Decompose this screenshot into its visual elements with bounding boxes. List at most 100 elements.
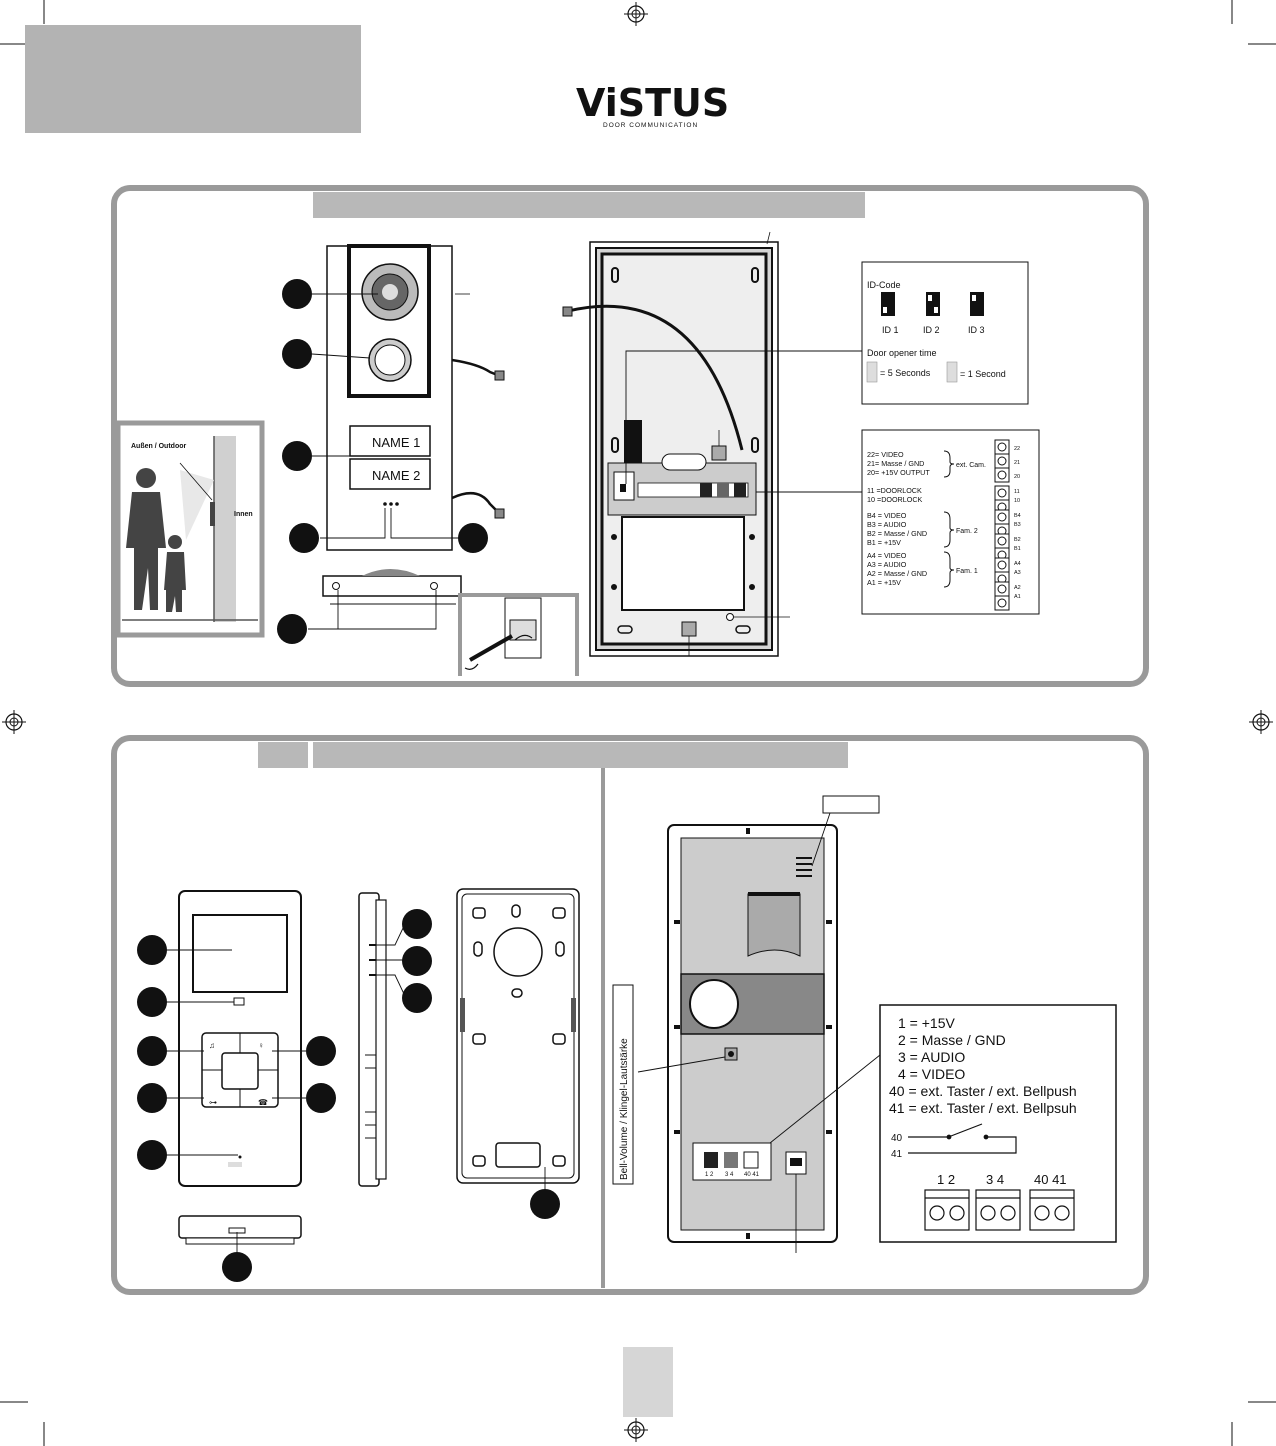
monitor-led [233,997,245,1006]
registration-mark-left [1,709,27,735]
door-opener-title: Door opener time [867,348,937,358]
callout-marker [402,909,432,939]
center-button[interactable] [221,1052,259,1090]
legend-line: 1 = +15V [898,1015,955,1031]
header-gray-block [25,25,361,133]
panel-1-markers [277,279,488,644]
legend-line: 2 = Masse / GND [898,1032,1006,1048]
terminal-line: B1 = +15V [867,538,901,547]
mounting-height-illustration: Außen / Outdoor Innen [115,420,265,638]
door-open-icon: ⊶ [209,1098,217,1107]
outdoor-label: Außen / Outdoor [131,443,186,450]
panel-1-leader-lines [308,293,460,630]
callout-marker [289,523,319,553]
side-view-markers [402,909,432,1013]
panel-2-title-band-left [258,742,308,768]
terminal-line: A3 = AUDIO [867,560,907,569]
bell-volume-label: Bell-Volume / Klingel-Lautstärke [619,1038,630,1180]
terminal-line: 10 =DOORLOCK [867,495,923,504]
callout-marker [282,279,312,309]
name-button-2[interactable] [349,458,431,490]
registration-mark-top [623,1,649,27]
door-station-front: NAME 1 NAME 2 [322,244,505,605]
board-label: 1 2 [705,1172,714,1178]
terminal-line: B2 = Masse / GND [867,529,927,538]
id-code-title: ID-Code [867,280,901,290]
terminal-number: A3 [1014,570,1021,576]
monitor-front-leaders [166,949,306,1252]
legend-line: 40 = ext. Taster / ext. Bellpush [889,1083,1077,1099]
terminal-number: B2 [1014,537,1021,543]
callout-marker [306,1036,336,1066]
callout-marker [137,987,167,1017]
board-label: 40 41 [744,1172,760,1178]
terminal-line: A4 = VIDEO [867,551,907,560]
terminal-number: 21 [1014,460,1020,466]
name-label-2: NAME 2 [372,468,420,483]
board-label: 3 4 [725,1172,734,1178]
terminal-number: 20 [1014,474,1020,480]
switch-label-41: 41 [891,1149,903,1160]
callout-marker [137,1140,167,1170]
id-label-3: ID 3 [968,325,985,335]
terminal-number: B3 [1014,522,1021,528]
group-label: Fam. 2 [956,528,978,535]
callout-marker [137,1083,167,1113]
monitor-back: 1 2 3 4 40 41 Bell-Volume / Klingel-Laut… [612,795,881,1253]
key-icon: ♀ [258,1041,264,1050]
terminal-line: 11 =DOORLOCK [867,486,922,495]
monitor-side-view [358,892,405,1187]
group-label: ext. Cam. [956,462,986,469]
name-button-1[interactable] [349,425,431,457]
monitor-screen [192,914,288,993]
switch-label-40: 40 [891,1133,903,1144]
callout-marker [402,946,432,976]
terminal-header: 40 41 [1034,1172,1067,1187]
registration-mark-bottom [623,1417,649,1443]
terminal-header: 3 4 [986,1172,1004,1187]
legend-line: 3 = AUDIO [898,1049,965,1065]
callout-marker [137,935,167,965]
callout-marker [222,1252,252,1282]
group-label: Fam. 1 [956,568,978,575]
terminal-number: A2 [1014,585,1021,591]
callout-marker [137,1036,167,1066]
brand-tagline: DOOR COMMUNICATION [603,122,698,129]
terminal-line: A1 = +15V [867,578,901,587]
panel-2-title-band [313,742,848,768]
panel-1-title-band [313,192,865,218]
bell-volume-box [822,795,880,814]
callout-marker [306,1083,336,1113]
legend-line: 4 = VIDEO [898,1066,965,1082]
callout-marker [530,1189,560,1219]
monitor-terminal-legend: 1 = +15V 2 = Masse / GND 3 = AUDIO 4 = V… [879,1004,1117,1243]
name-label-1: NAME 1 [372,435,420,450]
callout-marker [282,441,312,471]
terminal-line: 20= +15V OUTPUT [867,468,930,477]
terminal-number: 22 [1014,446,1020,452]
callout-marker [402,983,432,1013]
phone-icon: ☎ [258,1098,268,1107]
terminal-number: 11 [1014,489,1020,495]
terminal-assignment-box: 22= VIDEO 21= Masse / GND 20= +15V OUTPU… [861,429,1040,615]
id-code-box: ID-Code ID 1 ID 2 ID 3 Door opener time … [861,261,1029,405]
terminal-line: A2 = Masse / GND [867,569,927,578]
screwdriver-inset [458,593,579,676]
monitor-front: ♫ ♀ ⊶ ☎ [178,890,302,1245]
monitor-front-markers [137,935,336,1282]
terminal-line: 22= VIDEO [867,450,904,459]
callout-marker [282,339,312,369]
registration-mark-right [1248,709,1274,735]
terminal-line: B3 = AUDIO [867,520,907,529]
indoor-label: Innen [234,511,253,518]
terminal-line: B4 = VIDEO [867,511,907,520]
terminal-header: 1 2 [937,1172,955,1187]
door-station-back [562,231,862,657]
terminal-number: A1 [1014,594,1021,600]
bell-icon: ♫ [209,1041,215,1050]
door-opener-1s: = 1 Second [960,369,1006,379]
door-opener-5s: = 5 Seconds [880,368,931,378]
mounting-plate [456,888,580,1192]
terminal-number: A4 [1014,561,1021,567]
